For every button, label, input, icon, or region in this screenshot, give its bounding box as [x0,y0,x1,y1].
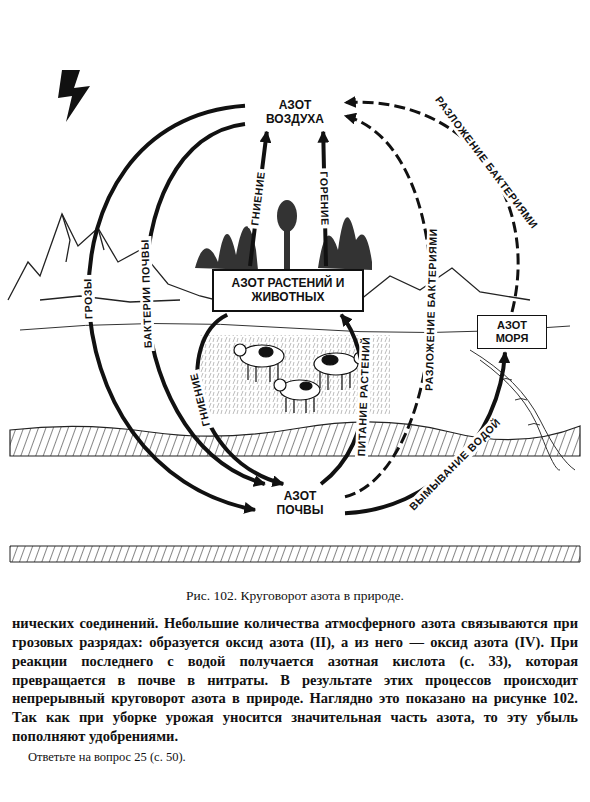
figure-caption: Рис. 102. Круговорот азота в природе. [0,588,590,604]
node-text: АЗОТ МОРЯ [484,319,540,345]
reservoir-label: АЗОТ ПОЧВЫ [258,487,342,520]
cow [274,379,320,413]
water-ripple [500,379,540,426]
soil-layer [10,546,580,562]
note-text: Ответьте на вопрос 25 (с. 50). [28,750,186,765]
process-label: ГОРЕНИЕ [317,168,331,229]
node-text: АЗОТ ПОЧВЫ [262,489,338,518]
mountain-ridge [360,268,530,300]
node-text: АЗОТ РАСТЕНИЙ И ЖИВОТНЫХ [224,276,352,305]
reservoir-box: АЗОТ МОРЯ [477,315,547,349]
cow [234,344,284,382]
reservoir-box: АЗОТ РАСТЕНИЙ И ЖИВОТНЫХ [212,269,364,312]
node-text: АЗОТ ВОЗДУХА [252,98,338,127]
process-label: РАЗЛОЖЕНИЕ БАКТЕРИЯМИ [430,91,542,234]
process-label: ГНИЕНИЕ [248,168,268,230]
foothill [40,296,180,302]
tree-crown [277,200,297,232]
process-label: БАКТЕРИИ ПОЧВЫ [138,236,155,352]
cycle-arrow [197,315,283,484]
process-label: РАЗЛОЖЕНИЕ БАКТЕРИЯМИ [422,225,440,394]
soil-section [10,422,580,562]
lightning [58,70,90,122]
cows [234,344,366,413]
body-text: нических соединений. Небольшие количеств… [12,614,578,746]
reservoir-label: АЗОТ ВОЗДУХА [248,96,342,129]
process-label: ГРОЗЫ [81,275,95,322]
forest [195,200,372,270]
lightning-bolt [58,70,90,122]
